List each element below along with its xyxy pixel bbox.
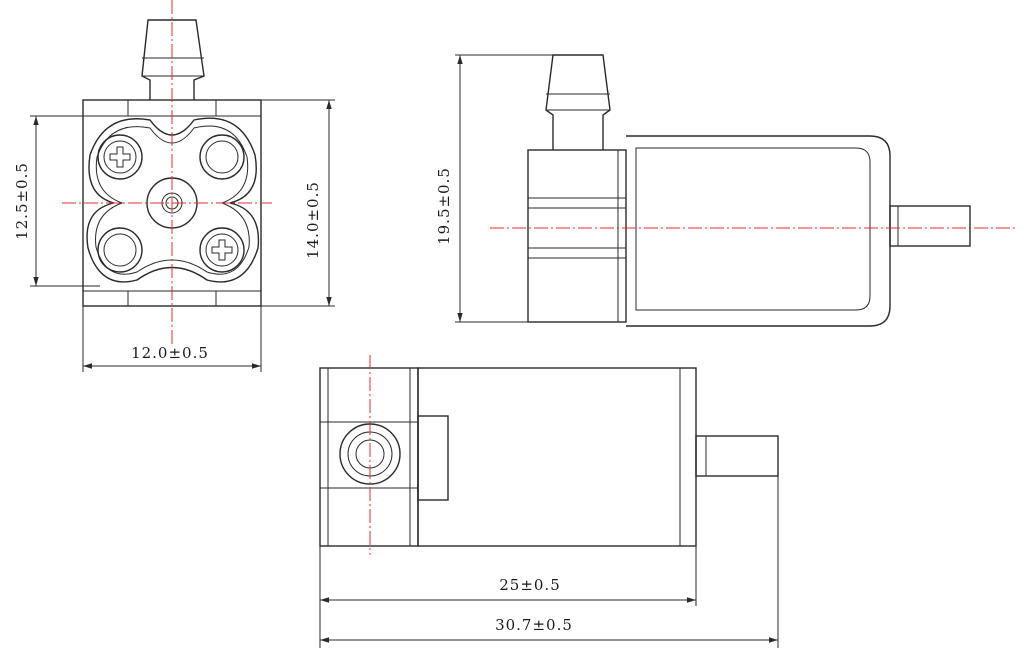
top-plunger <box>695 435 779 477</box>
front-hole-top-right <box>199 134 245 180</box>
side-plunger <box>889 205 971 247</box>
side-coil-housing <box>626 135 891 327</box>
top-body-length-label: 25±0.5 <box>499 576 561 594</box>
top-view: 25±0.5 30.7±0.5 <box>319 355 779 648</box>
top-total-length-label: 30.7±0.5 <box>495 616 573 634</box>
front-width-label: 12.0±0.5 <box>131 344 209 362</box>
front-hole-bottom-left <box>97 227 143 273</box>
front-screw-top-left <box>97 134 143 180</box>
front-nozzle <box>141 19 205 100</box>
front-clover-cover <box>86 117 260 283</box>
top-tab <box>417 415 449 501</box>
side-height-label: 19.5±0.5 <box>435 167 453 245</box>
front-inner-height-label: 12.5±0.5 <box>13 162 31 240</box>
side-view: 19.5±0.5 <box>435 54 1015 327</box>
side-nozzle <box>545 54 611 150</box>
front-screw-bottom-right <box>199 227 245 273</box>
top-coil-body <box>417 367 697 547</box>
top-valve-block <box>319 367 419 547</box>
side-valve-block <box>527 149 627 323</box>
front-outer-height-label: 14.0±0.5 <box>304 181 322 259</box>
front-view: 12.0±0.5 12.5±0.5 14.0±0.5 <box>13 0 335 372</box>
